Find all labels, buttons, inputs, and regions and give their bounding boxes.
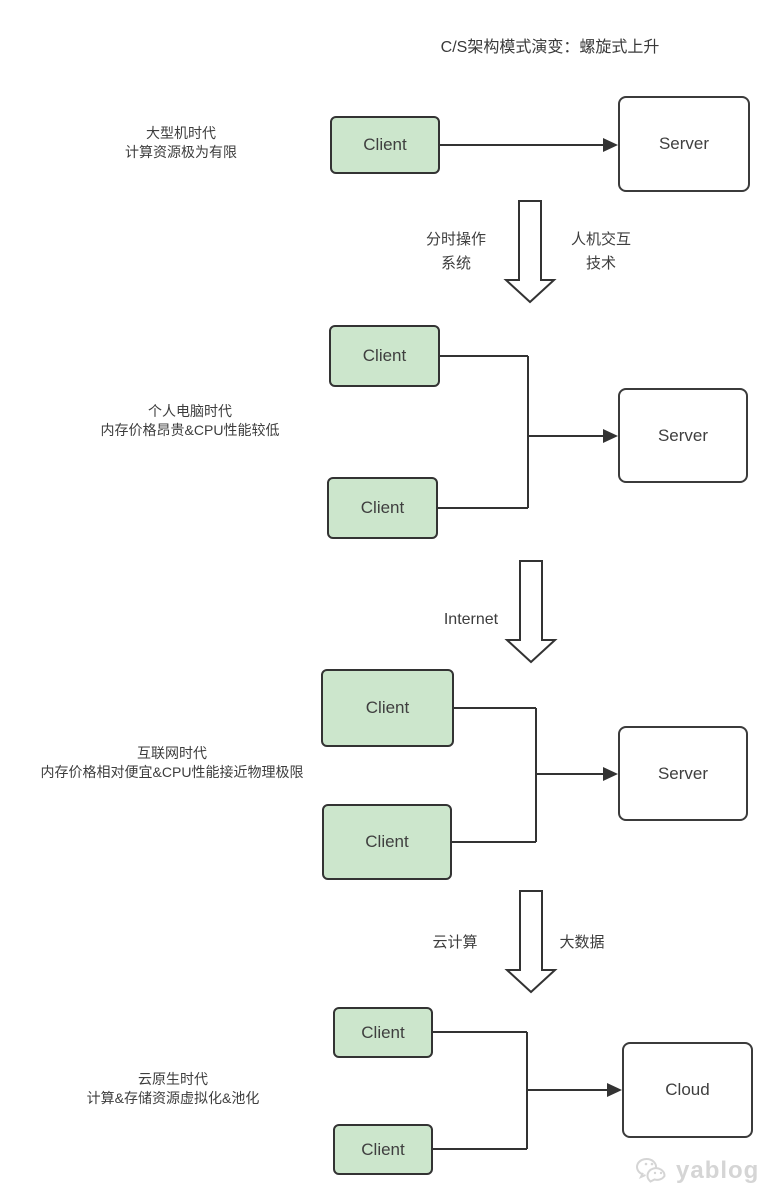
stage2-client2-label: Client xyxy=(360,498,405,517)
transition1-right-label: 人机交互 技术 xyxy=(536,228,666,276)
transition3-down-arrow-icon xyxy=(504,890,558,994)
transition1-left-line1: 分时操作 xyxy=(425,231,486,248)
transition1-down-arrow-icon xyxy=(503,200,557,304)
stage3-server-node: Server xyxy=(618,726,748,821)
stage3-client2-label: Client xyxy=(365,832,409,851)
stage4-label: 云原生时代 计算&存储资源虚拟化&池化 xyxy=(53,1070,293,1108)
stage3-arrowhead-icon xyxy=(603,767,618,781)
stage2-desc: 内存价格昂贵&CPU性能较低 xyxy=(100,422,280,438)
stage2-client1-node: Client xyxy=(329,325,440,387)
stage2-client2-node: Client xyxy=(327,477,438,539)
transition2-left-label: Internet xyxy=(406,608,536,632)
stage4-arrowhead-icon xyxy=(607,1083,622,1097)
stage1-client-node: Client xyxy=(330,116,440,174)
stage4-era: 云原生时代 xyxy=(138,1071,208,1087)
stage4-cloud-node: Cloud xyxy=(622,1042,753,1138)
watermark-text: yablog xyxy=(676,1157,760,1184)
stage2-client1-label: Client xyxy=(362,346,407,365)
transition3-right-line1: 大数据 xyxy=(559,934,605,951)
stage1-server-label: Server xyxy=(658,134,710,153)
stage3-client2-node: Client xyxy=(322,804,452,880)
transition2-left-line1: Internet xyxy=(443,611,499,628)
stage2-label: 个人电脑时代 内存价格昂贵&CPU性能较低 xyxy=(70,402,310,440)
stage2-era: 个人电脑时代 xyxy=(148,403,232,419)
diagram-title: C/S架构模式演变：螺旋式上升 xyxy=(440,39,660,56)
stage4-cloud-label: Cloud xyxy=(665,1080,710,1099)
wechat-logo-icon xyxy=(636,1157,666,1183)
stage1-server-node: Server xyxy=(618,96,750,192)
stage1-desc: 计算资源极为有限 xyxy=(125,144,237,160)
transition3-left-label: 云计算 xyxy=(390,931,520,955)
stage3-client1-node: Client xyxy=(321,669,454,747)
stage4-desc: 计算&存储资源虚拟化&池化 xyxy=(86,1090,260,1106)
stage3-label: 互联网时代 内存价格相对便宜&CPU性能接近物理极限 xyxy=(17,744,327,782)
stage1-era: 大型机时代 xyxy=(146,125,216,141)
stage4-client2-node: Client xyxy=(333,1124,433,1175)
stage2-server-label: Server xyxy=(657,425,709,445)
transition1-right-line1: 人机交互 xyxy=(570,231,631,248)
transition1-left-line2: 系统 xyxy=(440,255,471,272)
stage1-arrowhead-icon xyxy=(603,138,618,152)
stage3-client1-label: Client xyxy=(365,698,410,717)
transition1-left-label: 分时操作 系统 xyxy=(391,228,521,276)
stage3-desc: 内存价格相对便宜&CPU性能接近物理极限 xyxy=(40,764,304,780)
stage4-client2-label: Client xyxy=(361,1139,405,1159)
stage1-label: 大型机时代 计算资源极为有限 xyxy=(61,124,301,162)
stage3-era: 互联网时代 xyxy=(137,745,207,761)
stage3-server-label: Server xyxy=(657,763,709,783)
stage2-arrowhead-icon xyxy=(603,429,618,443)
stage4-client1-label: Client xyxy=(361,1022,405,1042)
stage1-client-label: Client xyxy=(363,135,407,154)
transition2-down-arrow-icon xyxy=(504,560,558,664)
transition3-right-label: 大数据 xyxy=(517,931,647,955)
watermark: yablog xyxy=(634,1148,778,1194)
stage4-client1-node: Client xyxy=(333,1007,433,1058)
stage2-server-node: Server xyxy=(618,388,748,483)
transition1-right-line2: 技术 xyxy=(585,255,616,272)
transition3-left-line1: 云计算 xyxy=(432,934,478,951)
